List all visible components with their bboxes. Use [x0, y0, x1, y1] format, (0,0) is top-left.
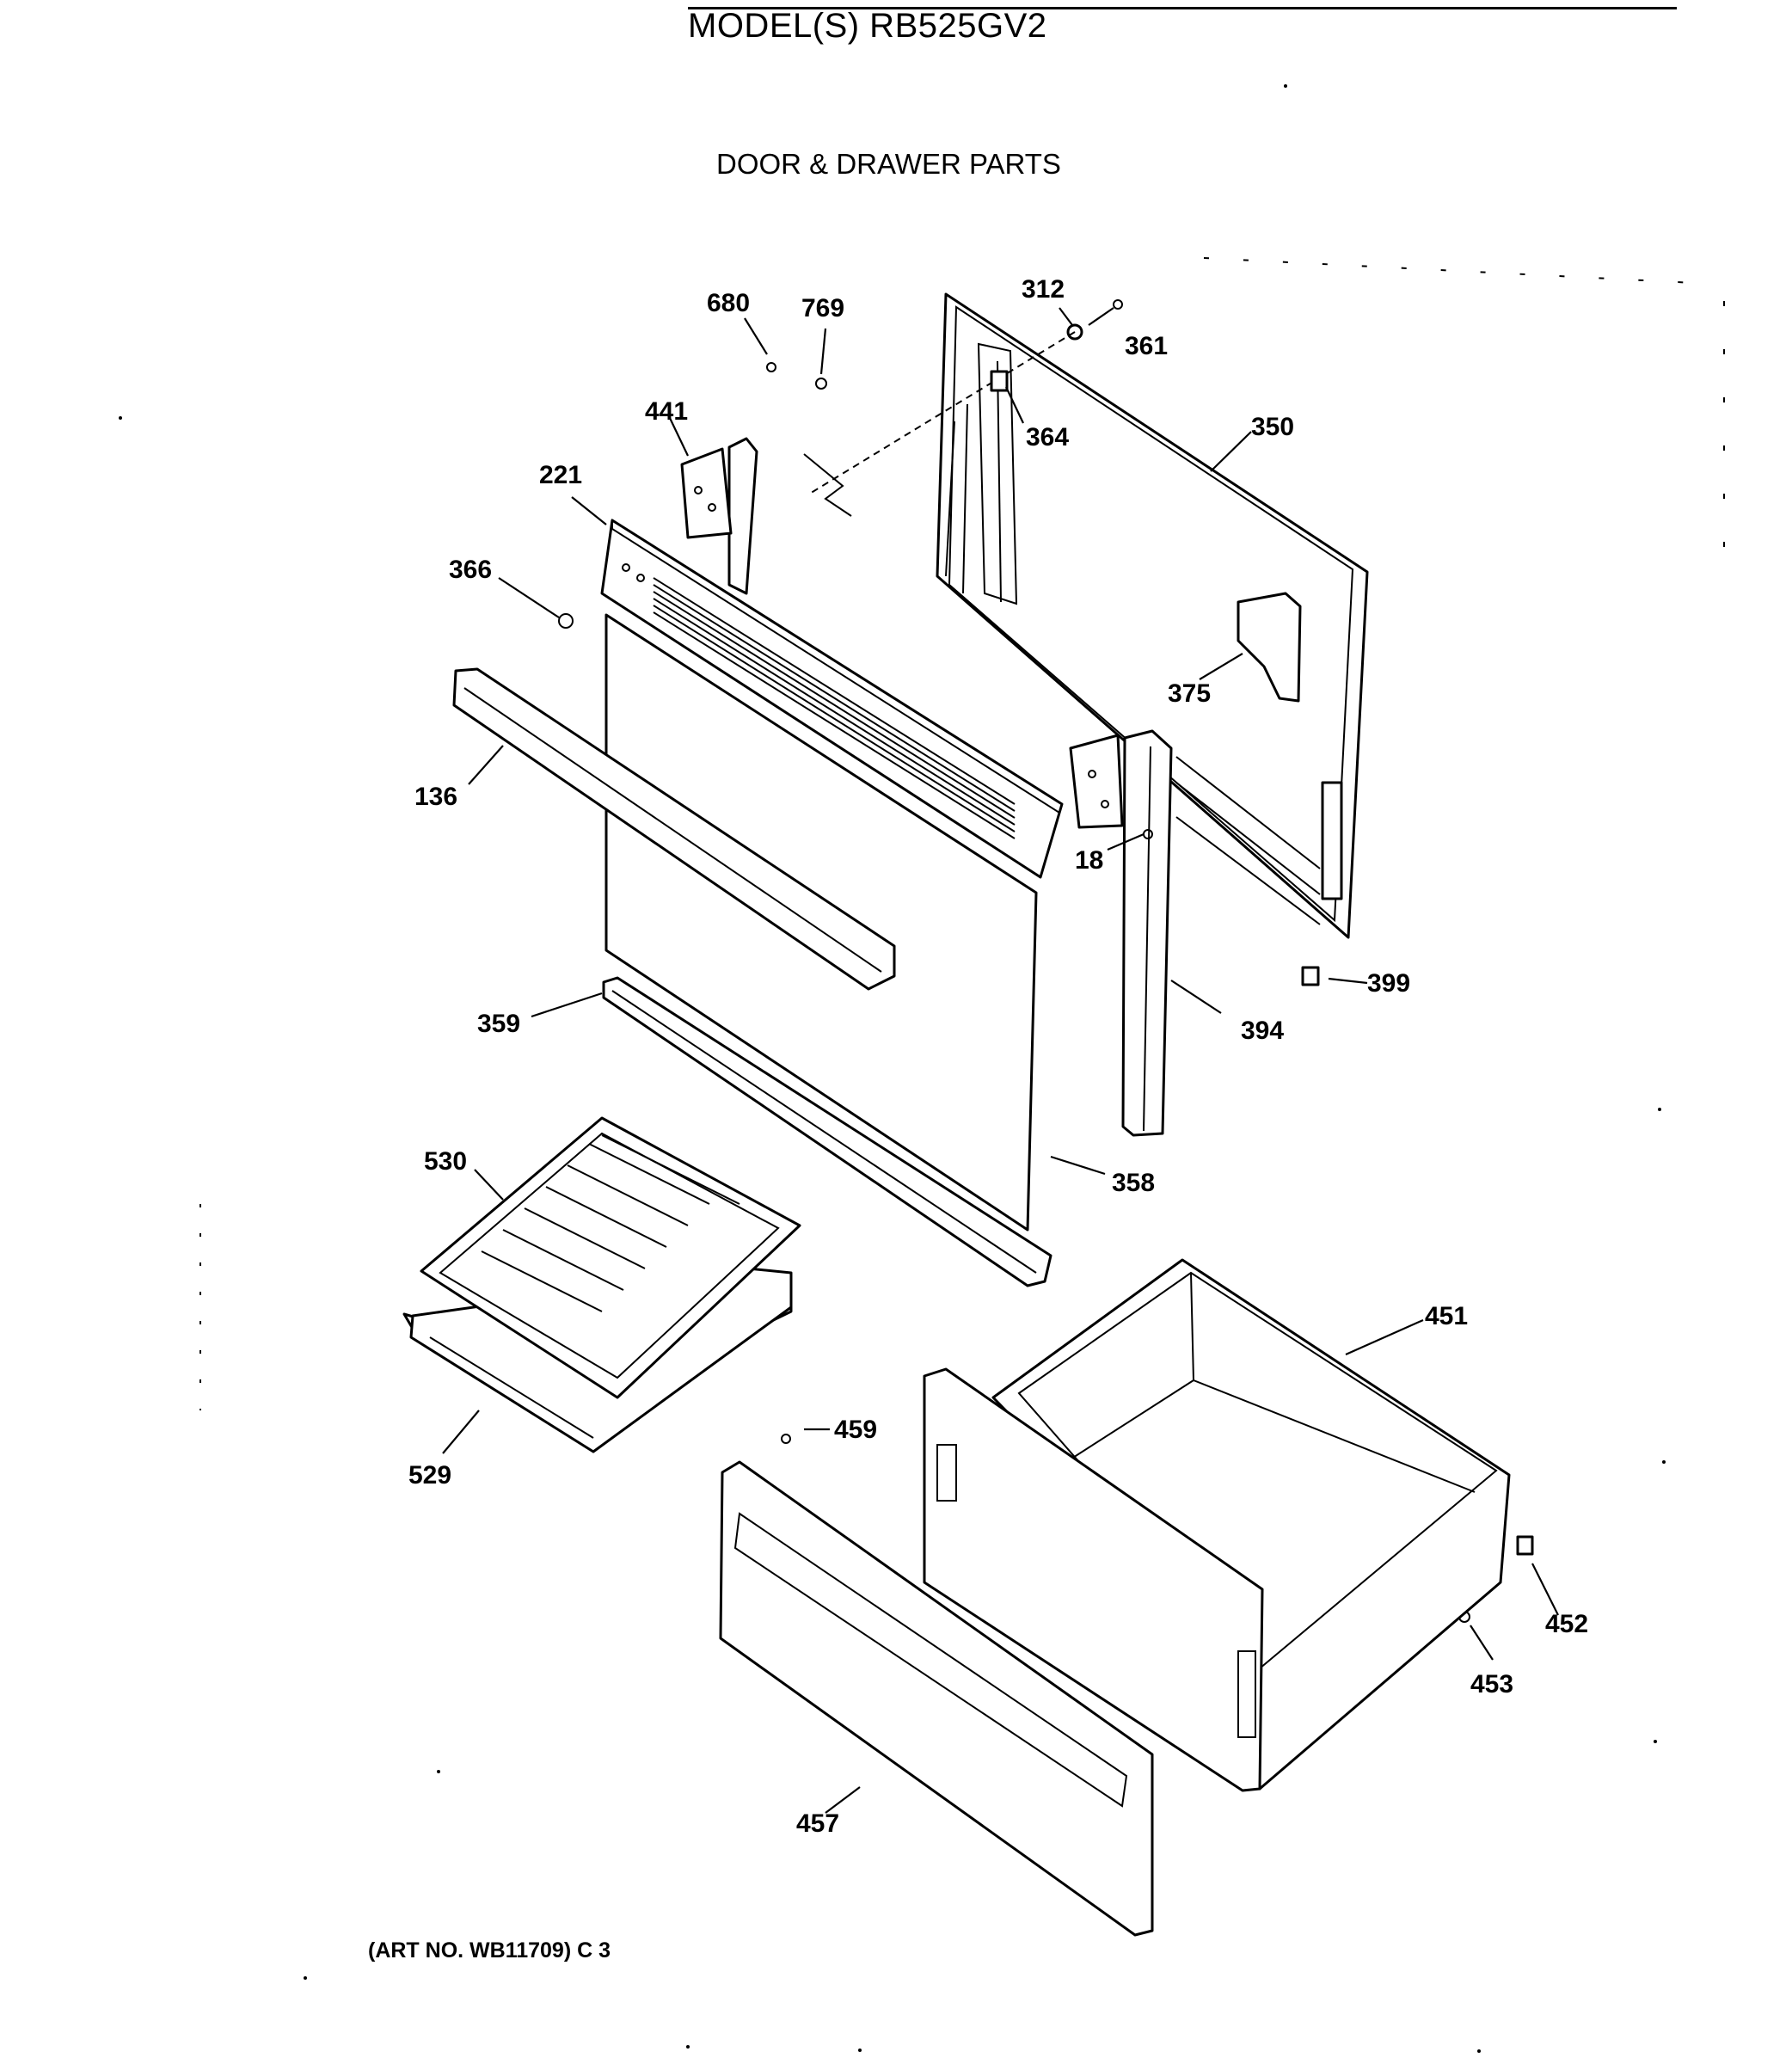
art-number: (ART NO. WB11709) C 3	[368, 1938, 611, 1963]
part-drawer-side	[923, 1367, 1264, 1792]
callout-364: 364	[1026, 423, 1069, 452]
part-door-inner-panel	[936, 292, 1369, 939]
callout-350: 350	[1251, 413, 1294, 441]
callout-136: 136	[414, 783, 457, 811]
callout-530: 530	[424, 1147, 467, 1176]
part-broiler-grid	[420, 1116, 801, 1399]
part-insulation	[1237, 592, 1302, 703]
leader-lines	[442, 307, 1559, 1814]
part-small-hardware	[558, 299, 1534, 1623]
part-door-bottom-trim	[602, 976, 1052, 1287]
callout-358: 358	[1112, 1169, 1155, 1197]
callout-451: 451	[1425, 1302, 1468, 1330]
callout-529: 529	[408, 1461, 451, 1490]
callout-394: 394	[1241, 1017, 1284, 1045]
section-title: DOOR & DRAWER PARTS	[716, 148, 1061, 180]
callout-452: 452	[1545, 1610, 1588, 1638]
callout-labels: 680 769 312 361 441 364 350 221 366 375 …	[408, 275, 1588, 1838]
part-left-hinge	[680, 437, 758, 595]
callout-457: 457	[796, 1809, 839, 1838]
part-drawer-front	[719, 1460, 1154, 1937]
callout-312: 312	[1022, 275, 1065, 304]
callout-366: 366	[449, 556, 492, 584]
scan-artifacts	[119, 84, 1725, 2053]
part-door-handle	[452, 667, 896, 991]
callout-221: 221	[539, 461, 582, 489]
callout-769: 769	[801, 294, 844, 322]
callout-453: 453	[1470, 1670, 1513, 1698]
callout-459: 459	[834, 1416, 877, 1444]
callout-441: 441	[645, 397, 688, 426]
callout-361: 361	[1125, 332, 1168, 360]
header-rule	[688, 7, 1677, 9]
part-vent-trim	[600, 519, 1064, 879]
callout-18: 18	[1075, 846, 1103, 875]
callout-359: 359	[477, 1010, 520, 1038]
callout-680: 680	[707, 289, 750, 317]
part-right-hinge-channel	[1069, 729, 1173, 1137]
callout-375: 375	[1168, 679, 1211, 708]
callout-399: 399	[1367, 969, 1410, 998]
model-title: MODEL(S) RB525GV2	[688, 7, 1047, 45]
